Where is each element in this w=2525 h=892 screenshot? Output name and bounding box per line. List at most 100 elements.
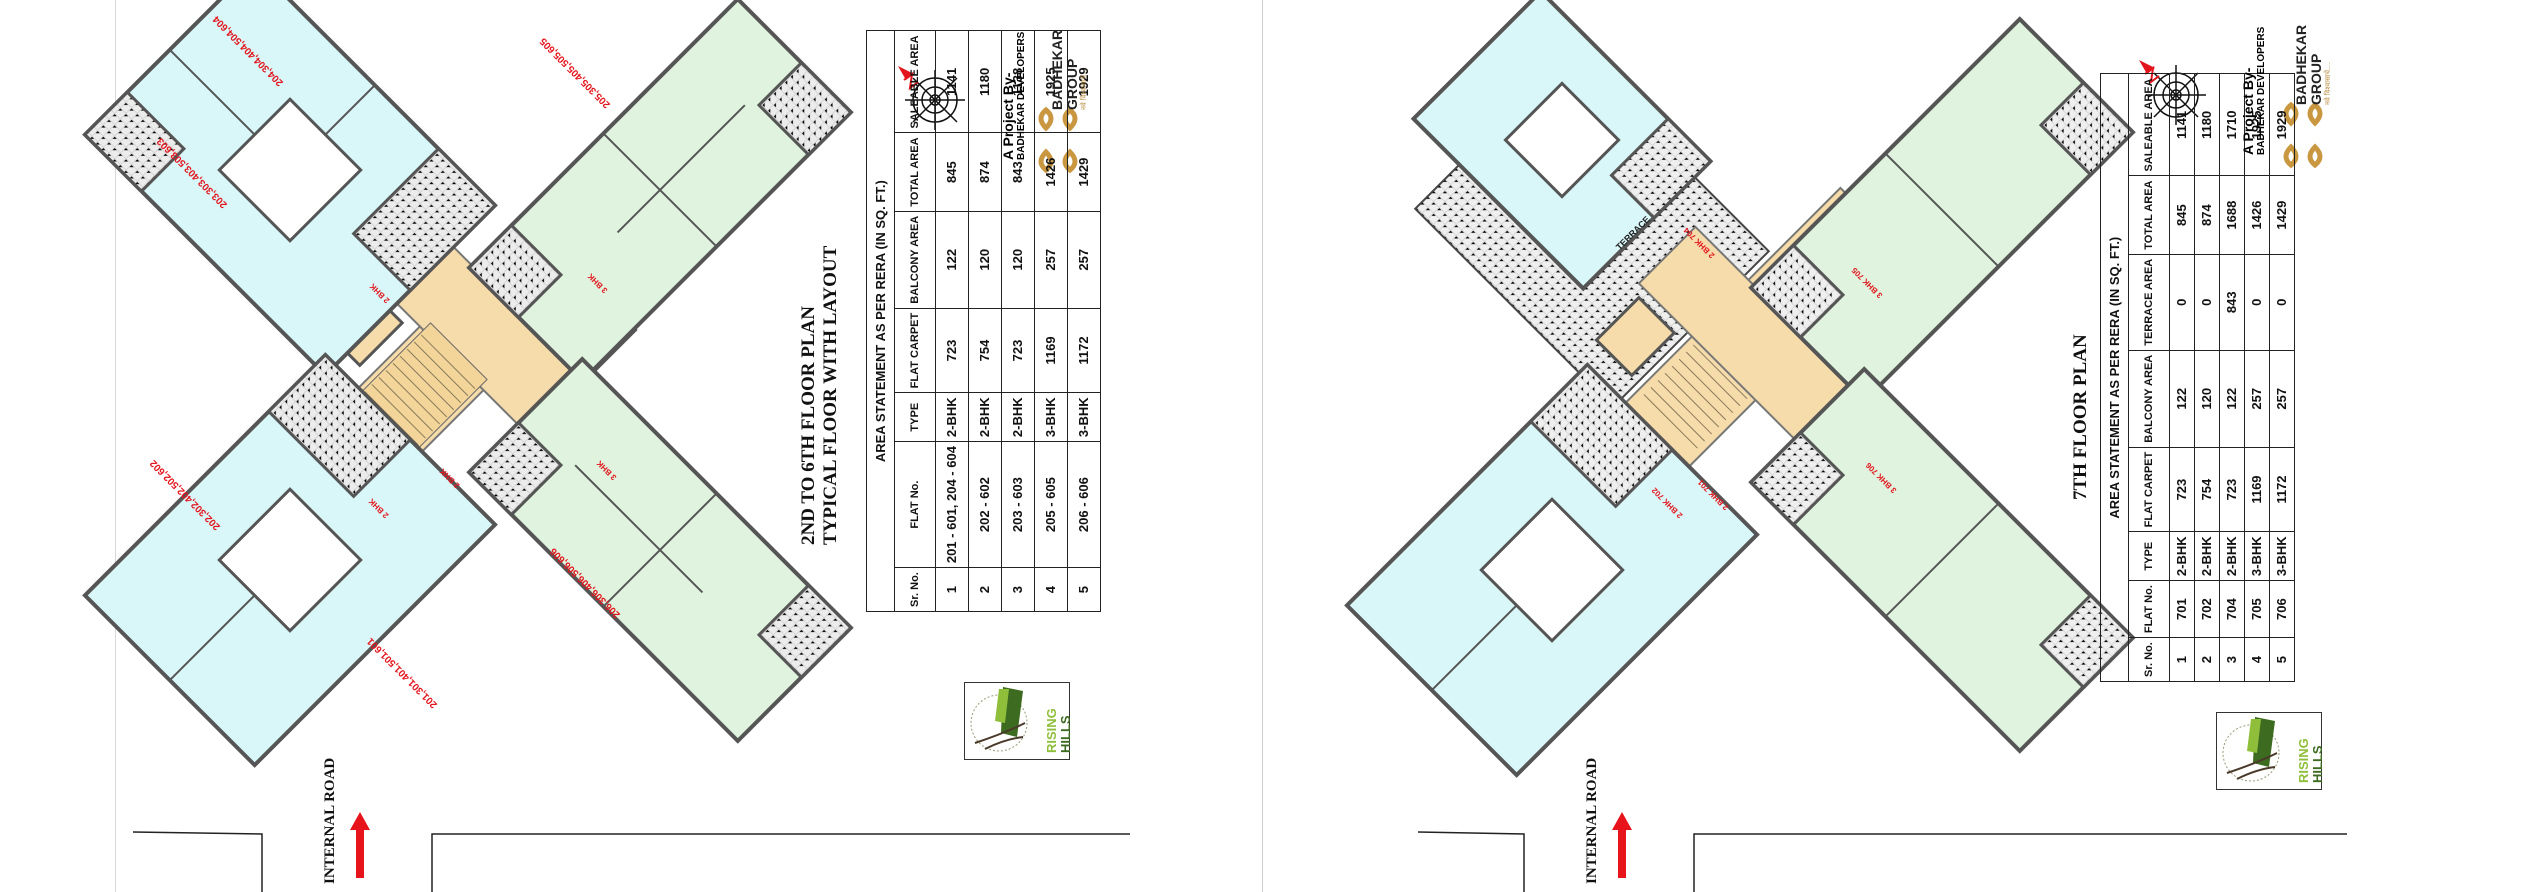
col-balcony-area: BALCONY AREA [894,211,936,309]
cell: 5 [1067,567,1101,612]
cell: 122 [2169,350,2195,448]
logo-line2: HILLS [2310,745,2325,783]
cell: 1141 [2169,73,2195,176]
col-balcony-area: BALCONY AREA [2128,350,2170,448]
plan-title-line2: TYPICAL FLOOR WITH LAYOUT [820,245,841,545]
cell: 2-BHK [2169,531,2195,581]
area-statement-table: AREA STATEMENT AS PER RERA (IN SQ. FT.) … [2100,73,2295,682]
entry-arrow-icon [1612,812,1632,878]
cell: 701 [2169,580,2195,638]
cell: 754 [2194,447,2220,532]
floor-plan-drawing [82,0,1130,892]
cell: 723 [2169,447,2195,532]
badhekar-logo-icon [2283,101,2323,169]
table-caption: AREA STATEMENT AS PER RERA (IN SQ. FT.) [866,30,894,612]
cell: 0 [2194,254,2220,351]
internal-road-outline [1417,831,2347,892]
cell: 843 [2219,254,2245,351]
rising-hills-wordmark: RISING HILLS [2296,738,2325,783]
right-sheet-7th-floor: TERRACE 2 BHK 704 2 BHK 701 2 BHK 702 3 … [1262,0,2525,892]
col-total-area: TOTAL AREA [2128,176,2170,255]
cell: 2-BHK [935,392,969,442]
floor-plan-drawing [1344,0,2347,892]
cell: 4 [2244,637,2270,682]
cell: 1429 [1067,132,1101,212]
flat-cluster-lower-right [1748,366,2136,754]
flat-cluster-upper-right [466,0,854,384]
cell: 3-BHK [2269,531,2295,581]
internal-road-outline [132,831,1130,892]
entry-arrow-icon [350,812,370,878]
cell: 3-BHK [1034,392,1068,442]
cell: 2 [968,567,1002,612]
cell: 1172 [2269,447,2295,532]
cell: 1172 [1067,308,1101,393]
col-flat-no: FLAT No. [2128,580,2170,638]
flat-cluster-upper-right [1748,16,2136,404]
cell: 1 [2169,637,2195,682]
cell: 205 - 605 [1034,441,1068,568]
cell: 1180 [968,30,1002,133]
cell: 257 [1034,211,1068,309]
brand-tagline: नवे विश्वासाचे.... [2325,62,2332,105]
page-margin-line [115,0,116,892]
plan-title-line1: 2ND TO 6TH FLOOR PLAN [798,306,819,545]
logo-line1: RISING [1044,708,1059,753]
cell: 120 [968,211,1002,309]
cell: 122 [935,211,969,309]
rising-hills-tree-icon [970,687,1028,752]
compass-icon [2146,65,2206,125]
col-sr-no: Sr. No. [2128,637,2170,682]
rising-hills-tree-icon [2222,717,2280,782]
cell: 2-BHK [2194,531,2220,581]
cell: 2 [2194,637,2220,682]
north-arrow-icon [2139,60,2160,85]
brand-line2: GROUP [1064,58,1080,110]
flat-cluster-lower-left [1344,362,1760,778]
badhekar-group-wordmark: BADHEKAR GROUP नवे विश्वासाचे.... [2293,25,2333,105]
col-terrace-area: TERRACE AREA [2128,254,2170,351]
cell: 257 [2269,350,2295,448]
col-total-area: TOTAL AREA [894,132,936,212]
badhekar-group-wordmark: BADHEKAR GROUP नवे विश्वासाचे.... [1049,30,1089,110]
cell: 705 [2244,580,2270,638]
cell: 704 [2219,580,2245,638]
cell: 3-BHK [2244,531,2270,581]
developer-name: BADHEKAR DEVELOPERS [1016,31,1027,160]
cell: 201 - 601, 204 - 604 [935,441,969,568]
north-arrow-icon [898,66,919,91]
cell: 3-BHK [1067,392,1101,442]
internal-road-label: INTERNAL ROAD [1584,757,1600,884]
table-caption: AREA STATEMENT AS PER RERA (IN SQ. FT.) [2100,73,2128,682]
col-sr-no: Sr. No. [894,567,936,612]
cell: 874 [2194,176,2220,255]
rising-hills-logo: RISING HILLS [964,682,1073,760]
flat-cluster-lower-right [466,356,854,744]
cell: 1169 [2244,447,2270,532]
project-by-label: A Project By- [1000,72,1016,160]
table-header-row: Sr. No. FLAT No. TYPE FLAT CARPET BALCON… [894,30,936,612]
col-type: TYPE [2128,531,2170,581]
table-header-row: Sr. No. FLAT No. TYPE FLAT CARPET BALCON… [2128,73,2170,682]
cell: 845 [935,132,969,212]
project-by-block: A Project By- BADHEKAR DEVELOPERS [2240,27,2267,155]
cell: 723 [2219,447,2245,532]
cell: 1180 [2194,73,2220,176]
cell: 0 [2244,254,2270,351]
cell: 845 [2169,176,2195,255]
brand-tagline: नवे विश्वासाचे.... [1081,67,1088,110]
cell: 3 [2219,637,2245,682]
cell: 206 - 606 [1067,441,1101,568]
cell: 122 [2219,350,2245,448]
col-saleable-area: SALEABLE AREA [894,30,936,133]
area-statement-table-wrapper: AREA STATEMENT AS PER RERA (IN SQ. FT.) … [866,30,1101,612]
